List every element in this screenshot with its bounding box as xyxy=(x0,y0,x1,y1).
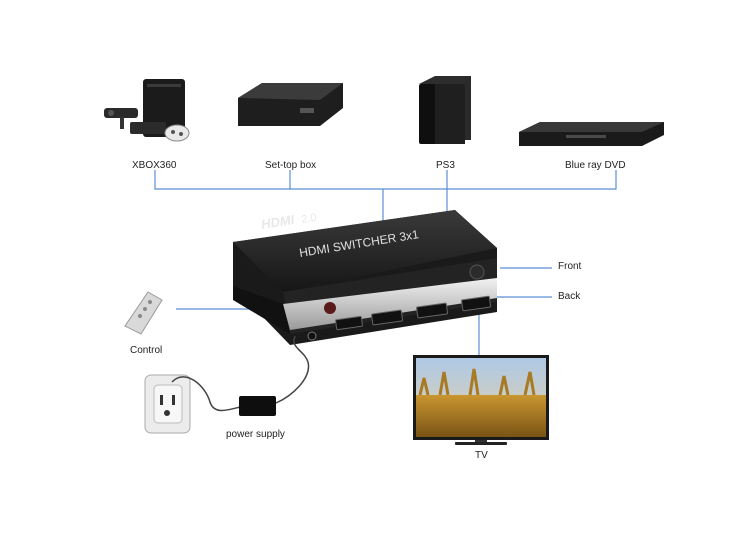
label-tv: TV xyxy=(475,450,488,461)
power-adapter xyxy=(239,396,276,416)
xbox360-device xyxy=(104,79,190,142)
power-cable xyxy=(171,335,310,412)
bus-line xyxy=(154,170,617,190)
remote-control xyxy=(124,291,163,335)
hdmi-version: 2.0 xyxy=(301,212,318,226)
hdmi-logo: HDMI xyxy=(260,212,296,232)
tv-device xyxy=(413,355,549,445)
label-ps3: PS3 xyxy=(436,160,455,171)
settop-box-device xyxy=(238,83,343,126)
label-power-supply: power supply xyxy=(226,429,285,440)
label-front: Front xyxy=(558,261,582,272)
hdmi-switcher xyxy=(233,210,497,345)
label-xbox360: XBOX360 xyxy=(132,160,177,171)
label-control: Control xyxy=(130,345,163,356)
label-settop-box: Set-top box xyxy=(265,160,317,171)
power-socket xyxy=(144,374,191,434)
connection-lines xyxy=(154,170,617,355)
label-bluray-dvd: Blue ray DVD xyxy=(565,160,626,171)
label-back: Back xyxy=(558,291,581,302)
bluray-dvd-device xyxy=(519,122,664,146)
ps3-device xyxy=(419,76,471,144)
